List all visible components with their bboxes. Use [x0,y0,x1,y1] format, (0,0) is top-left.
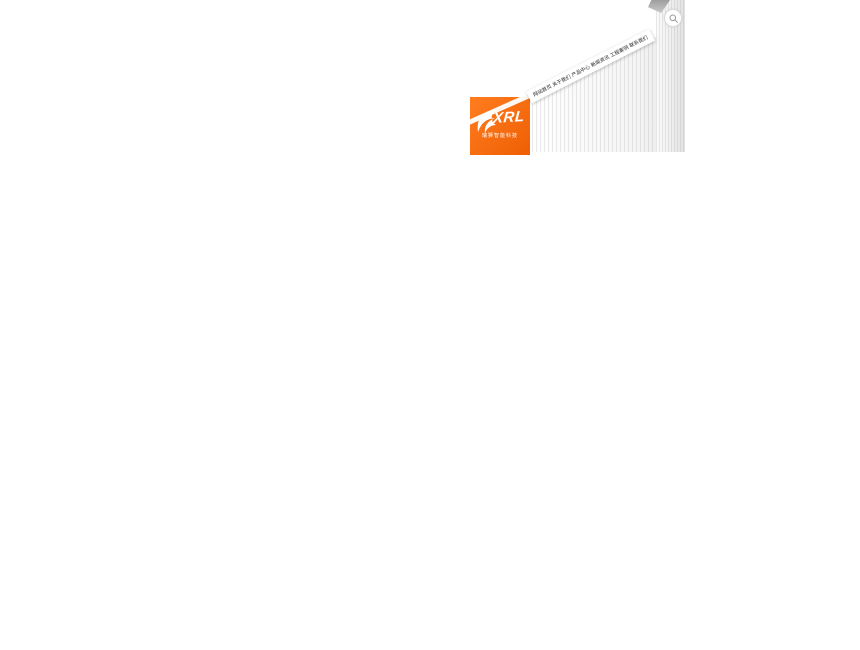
lion-swoosh-icon [477,110,496,133]
search-icon [668,13,678,23]
logo-subtext: 瑞狮智能科技 [481,133,518,139]
site-logo[interactable]: XRL 瑞狮智能科技 [470,97,530,155]
search-button[interactable] [664,9,682,27]
logo-text: XRL [492,107,526,128]
